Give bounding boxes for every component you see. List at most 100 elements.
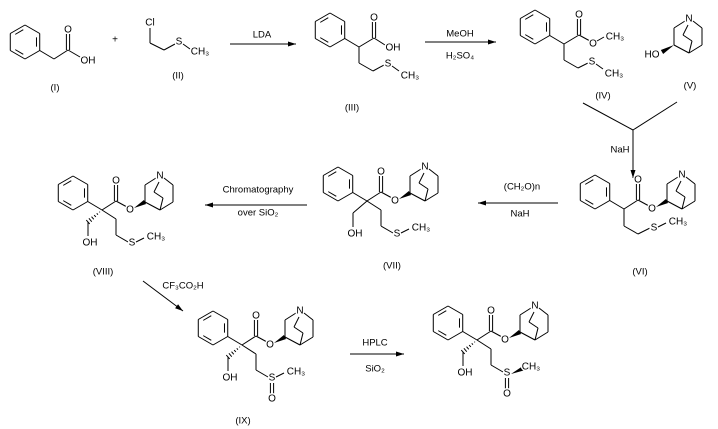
carbonyl-oxygen-label: O [252,311,260,322]
bond [520,35,536,45]
bond [675,180,682,192]
bond [524,14,534,20]
bond [24,50,40,60]
bond [93,214,97,218]
bond [198,336,214,346]
bond [692,20,703,29]
bond [685,176,696,185]
sulfur-label: S [129,238,136,249]
bond [239,346,241,348]
bond [212,310,228,320]
bond [358,62,374,72]
bond [284,336,301,346]
carbonyl-oxygen-label: O [575,10,583,21]
bond [637,199,650,207]
bond [584,179,594,185]
compound-label-IX: (IX) [235,416,250,427]
hydroxyl-label: OH [386,43,401,54]
bond [153,181,160,193]
bond [67,49,81,58]
bond [58,175,74,185]
sulfur-label: S [385,59,392,70]
bond [462,331,478,341]
bond [372,64,385,72]
bond [437,310,447,316]
bond [14,49,24,55]
reagent-meoh: MeOH [446,29,474,40]
bond [101,209,117,220]
arrow-head [288,41,296,47]
bond [344,38,360,48]
bond [577,62,589,69]
bond [681,200,696,210]
nitrogen-label: N [296,306,303,317]
bond [594,174,610,184]
bond [101,200,117,211]
compound-label-VII: (VII) [383,261,401,272]
bond [91,216,95,220]
hydroxyl-label: OH [81,56,96,67]
sulfoxide-oxygen-label: O [503,389,511,400]
bond [323,166,339,176]
bond [380,225,394,234]
reagent-lda: LDA [253,30,272,41]
hydroxyl-label: HO [645,50,660,61]
sulfur-label: S [269,373,276,384]
bond [534,331,549,341]
bond [632,101,678,131]
bond [623,199,639,210]
bond [534,9,550,19]
compound-label-III: (III) [345,103,359,114]
bond [657,222,667,228]
bond [233,349,237,353]
bond [528,311,535,323]
methyl-label: CH₃ [147,232,166,243]
bond [62,200,72,206]
bond [580,200,596,210]
bond [202,315,212,321]
bond [358,37,375,48]
carbonyl-oxygen-label: O [377,167,385,178]
arrow-step4 [478,200,558,206]
arrow-step6 [142,280,184,312]
arrow-step3 [630,130,636,178]
bond [284,312,297,321]
bond [135,237,145,243]
reagent-tfa: CF₃CO₂H [162,281,203,292]
bond [681,196,686,210]
arrow-head [488,39,496,45]
bond [471,343,474,345]
compound-label-VI: (VI) [632,267,647,278]
compound-V: N HO [643,12,703,62]
wedge-bond [399,190,412,199]
bond [688,40,693,54]
nitrogen-label: N [685,14,692,25]
hydroxyl-label: OH [458,368,473,379]
bond [212,336,228,346]
bond [433,305,449,315]
bond [409,168,422,177]
nitrogen-label: N [156,171,163,182]
ester-oxygen-label: O [126,205,134,216]
wedge-bond [509,329,522,338]
compound-label-VIII: (VIII) [93,267,114,278]
bond [96,213,99,215]
bond [202,335,212,341]
bond [319,37,329,43]
bond [409,192,426,202]
reagent-paraformaldehyde: (CH₂O)n [504,182,540,193]
bond [72,201,88,211]
bond [666,200,683,210]
arrow-head [630,170,636,178]
wedge-bond [660,45,674,54]
bond [327,171,337,177]
nitrogen-label: N [531,301,538,312]
bond [14,29,24,35]
sulfur-label: S [651,223,658,234]
bond [236,348,239,350]
bond [424,188,429,202]
